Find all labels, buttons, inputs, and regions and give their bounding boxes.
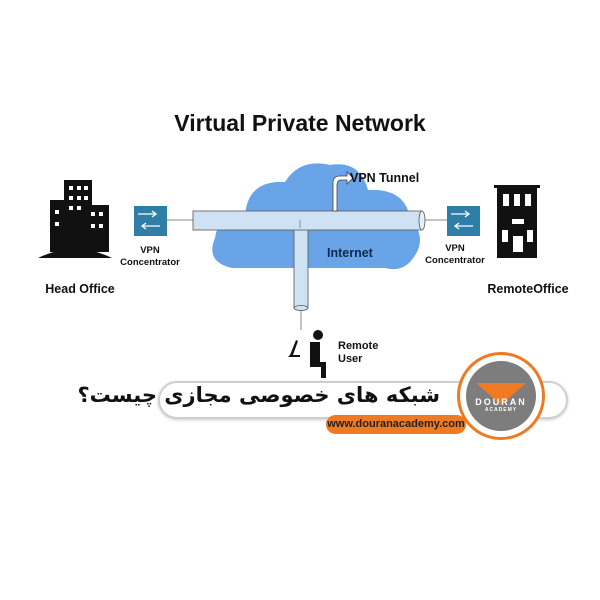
label-line: VPN: [445, 243, 465, 254]
head-office-label: Head Office: [45, 282, 115, 296]
label-line: VPN: [140, 245, 160, 256]
vpn-concentrator-right-label: VPN Concentrator: [423, 243, 487, 267]
douran-academy-logo: DOURAN ACADEMY: [457, 352, 545, 440]
logo-triangle-icon: [476, 383, 526, 405]
diagram-title: Virtual Private Network: [174, 110, 426, 136]
banner-persian-title: شبکه های خصوصی مجازی چیست؟: [77, 383, 441, 407]
logo-text: DOURAN: [475, 397, 527, 407]
vpn-concentrator-left-icon: [134, 206, 167, 236]
label-line: Concentrator: [425, 255, 485, 266]
head-office-building-icon: [38, 180, 112, 258]
vpn-tunnel-arrow-icon: [332, 171, 354, 212]
vpn-tunnel-pipe: [192, 210, 426, 231]
vpn-tunnel-label: VPN Tunnel: [350, 171, 420, 185]
website-link[interactable]: www.douranacademy.com: [326, 415, 466, 434]
remote-user-icon: [288, 330, 326, 378]
vpn-concentrator-left-label: VPN Concentrator: [118, 245, 182, 269]
label-line: Remote: [338, 340, 379, 352]
remote-user-label: Remote User: [338, 340, 378, 366]
remote-office-label: RemoteOffice: [487, 282, 569, 296]
label-line: User: [338, 353, 363, 365]
internet-label: Internet: [327, 246, 373, 260]
vpn-concentrator-right-icon: [447, 206, 480, 236]
label-line: Concentrator: [120, 257, 180, 268]
remote-office-building-icon: [494, 185, 540, 258]
vpn-tunnel-pipe-vertical: [293, 227, 309, 311]
logo-subtext: ACADEMY: [484, 407, 518, 413]
